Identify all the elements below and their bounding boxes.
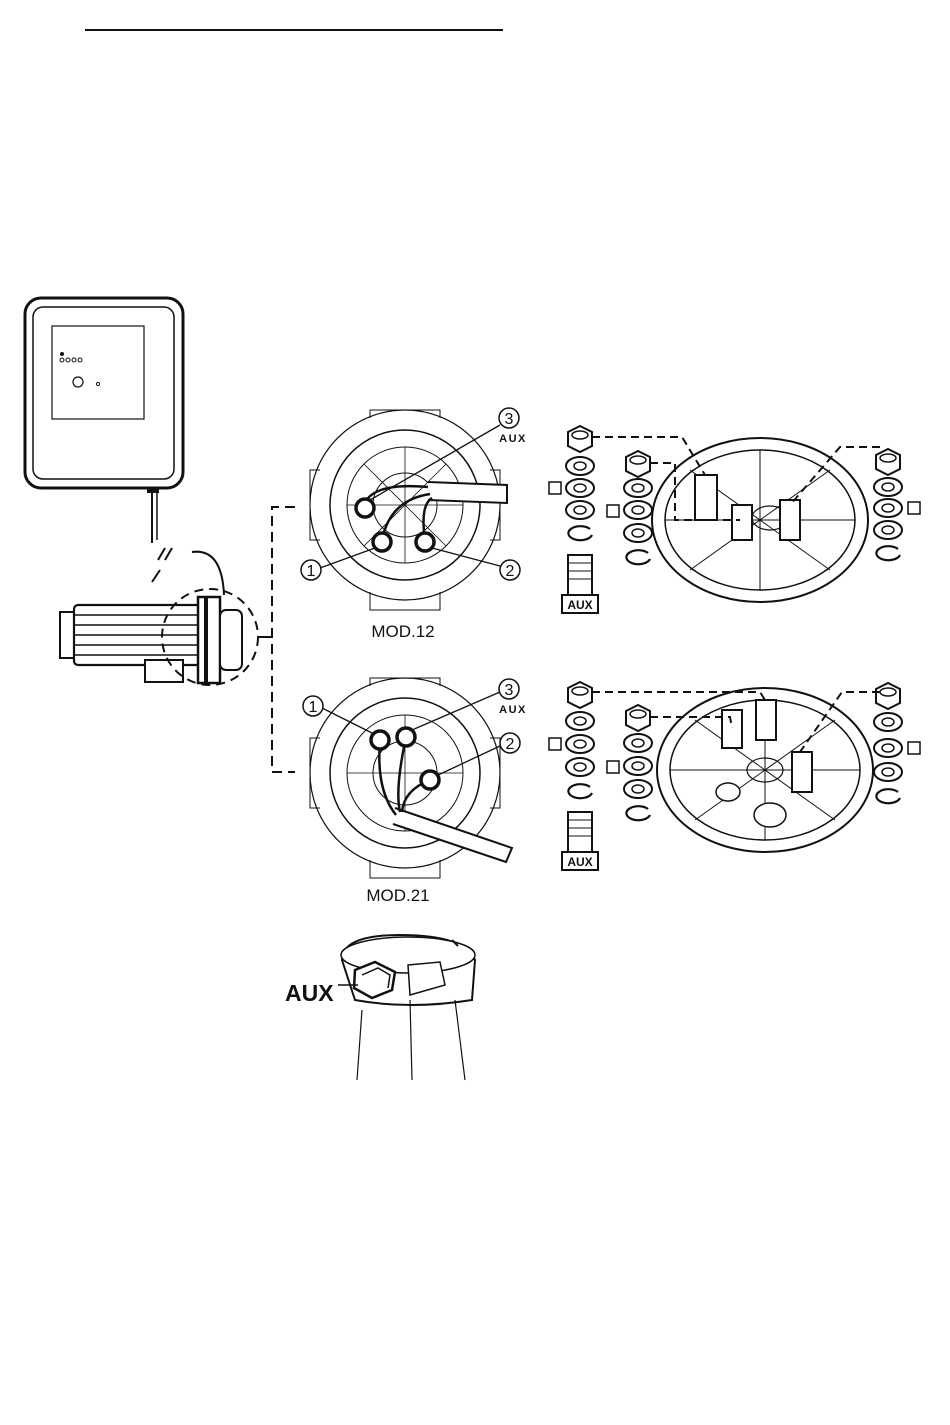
mod12-head-diagram: 3 1 2 AUX MOD.12 xyxy=(301,408,527,641)
electrolysis-cell xyxy=(60,589,258,685)
aux-connector-detail: AUX xyxy=(285,935,475,1080)
model-bracket xyxy=(258,507,295,772)
mod21-number-2: 2 xyxy=(506,736,515,753)
mod21-label: MOD.21 xyxy=(366,886,429,905)
mod21-number-3: 3 xyxy=(505,682,514,699)
mod12-label: MOD.12 xyxy=(371,622,434,641)
mod21-aux-label: AUX xyxy=(499,704,527,716)
mod12-number-2: 2 xyxy=(506,563,515,580)
mod12-exploded-view: AUX xyxy=(549,426,920,613)
mod21-aux-bolt-label: AUX xyxy=(567,855,592,869)
mod21-head-diagram: 1 3 2 AUX MOD.21 xyxy=(303,678,527,905)
mod12-aux-bolt-label: AUX xyxy=(567,598,592,612)
aux-big-label: AUX xyxy=(285,980,334,1006)
mod12-number-3: 3 xyxy=(505,411,514,428)
mod12-number-1: 1 xyxy=(307,563,316,580)
mod21-number-1: 1 xyxy=(309,699,318,716)
mod21-exploded-view: AUX xyxy=(549,682,920,870)
cable-break-symbol xyxy=(152,548,224,595)
mod12-aux-label: AUX xyxy=(499,433,527,445)
control-box xyxy=(25,298,183,543)
